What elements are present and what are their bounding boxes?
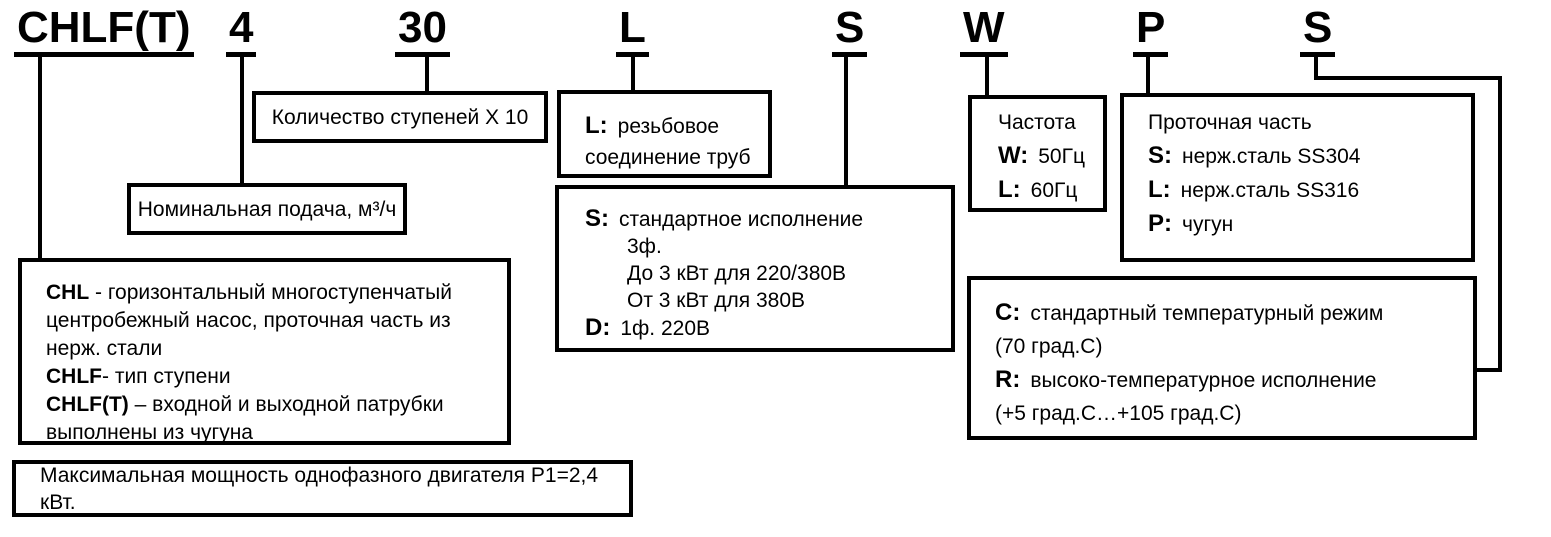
code-part-connection: L (616, 4, 649, 57)
execution-line-d: D: 1ф. 220В (585, 314, 941, 342)
frequency-title-text: Частота (998, 111, 1076, 134)
flow-part-text-p: чугун (1182, 213, 1234, 236)
flow-part-key-s: S: (1148, 142, 1172, 169)
execution-text-phases: 3ф. (627, 235, 662, 258)
temperature-text-r: высоко-температурное исполнение (1030, 369, 1377, 392)
connector-connection-line (631, 56, 635, 90)
execution-text-d: 1ф. 220В (620, 317, 710, 340)
execution-line-under3kw: До 3 кВт для 220/380В (585, 260, 941, 287)
connector-material-line (1146, 56, 1150, 93)
execution-text-under3kw: До 3 кВт для 220/380В (627, 262, 847, 285)
execution-text-s: стандартное исполнение (619, 208, 864, 231)
temperature-line-r: R: высоко-температурное исполнение (995, 363, 1463, 397)
flow-part-text-s: нерж.сталь SS304 (1182, 145, 1361, 168)
connector-temperature-top (1314, 76, 1502, 80)
max-power-box: Максимальная мощность однофазного двигат… (12, 460, 633, 517)
code-part-flow: 4 (226, 4, 257, 57)
execution-key-d: D: (585, 314, 611, 341)
code-part-stages: 30 (395, 4, 450, 57)
frequency-title: Частота (998, 106, 1098, 139)
pump-type-text-chlf: - тип ступени (102, 365, 231, 388)
temperature-line-c: C: стандартный температурный режим (995, 296, 1463, 330)
execution-text-over3kw: От 3 кВт для 380В (627, 289, 806, 312)
flow-part-key-l: L: (1148, 176, 1171, 203)
temperature-text-r-range: (+5 град.C…+105 град.C) (995, 402, 1242, 425)
flow-part-title: Проточная часть (1148, 106, 1466, 139)
temperature-text-c-range: (70 град.C) (995, 335, 1103, 358)
temperature-line-r-range: (+5 град.C…+105 град.C) (995, 397, 1463, 430)
frequency-key-l: L: (998, 176, 1021, 203)
temperature-key-r: R: (995, 366, 1021, 393)
pump-type-line-chl: CHL - горизонтальный многоступенчатый це… (46, 279, 479, 363)
stages-box-text: Количество ступеней X 10 (271, 105, 529, 129)
frequency-key-w: W: (998, 142, 1029, 169)
pump-type-line-chlft: CHLF(T) – входной и выходной патрубки вы… (46, 391, 479, 447)
code-part-frequency: W (960, 4, 1008, 57)
flow-part-line-s: S: нерж.сталь SS304 (1148, 139, 1466, 173)
code-part-execution: S (832, 4, 868, 57)
code-part-temperature: S (1300, 4, 1336, 57)
execution-line-over3kw: От 3 кВт для 380В (585, 287, 941, 314)
flow-part-line-l: L: нерж.сталь SS316 (1148, 173, 1466, 207)
connector-temperature-stub (1314, 56, 1318, 80)
pipe-connection-text: резьбовое соединение труб (585, 115, 751, 169)
frequency-text-w: 50Гц (1038, 145, 1085, 168)
temperature-line-c-range: (70 град.C) (995, 330, 1463, 363)
pipe-connection-key: L: (585, 112, 608, 139)
pump-type-text-chl: - горизонтальный многоступенчатый центро… (46, 281, 452, 360)
flow-part-box: Проточная часть S: нерж.сталь SS304 L: нер… (1120, 93, 1475, 262)
execution-box: S: стандартное исполнение 3ф. До 3 кВт дл… (555, 185, 955, 352)
pipe-connection-box: L:резьбовое соединение труб (557, 90, 772, 178)
pump-type-key-chlft: CHLF(T) (46, 393, 129, 416)
temperature-text-c: стандартный температурный режим (1030, 302, 1384, 325)
pump-type-key-chlf: CHLF (46, 365, 102, 388)
nominal-flow-box: Номинальная подача, м³/ч (127, 183, 407, 235)
connector-execution-line (844, 56, 848, 185)
code-part-series: CHLF(T) (14, 4, 194, 57)
pump-type-text-chlft: – входной и выходной патрубки выполнены … (46, 393, 444, 444)
flow-part-text-l: нерж.сталь SS316 (1180, 179, 1360, 202)
flow-part-title-text: Проточная часть (1148, 111, 1312, 134)
execution-line-phases: 3ф. (585, 233, 941, 260)
connector-stages-line (425, 56, 429, 92)
nominal-flow-box-text: Номинальная подача, м³/ч (137, 197, 397, 221)
frequency-line-w: W: 50Гц (998, 139, 1098, 173)
pump-type-key-chl: CHL (46, 281, 90, 304)
execution-key-s: S: (585, 205, 609, 232)
connector-frequency-line (985, 56, 989, 95)
frequency-text-l: 60Гц (1030, 179, 1078, 202)
flow-part-key-p: P: (1148, 210, 1172, 237)
connector-flow-line (240, 56, 244, 183)
code-part-material: P (1133, 4, 1169, 57)
execution-line-s: S: стандартное исполнение (585, 205, 941, 233)
pump-type-line-chlf: CHLF- тип ступени (46, 363, 479, 391)
flow-part-line-p: P: чугун (1148, 207, 1466, 241)
connector-series-line (38, 56, 42, 258)
frequency-box: Частота W: 50Гц L: 60Гц (968, 95, 1107, 212)
max-power-box-text: Максимальная мощность однофазного двигат… (40, 463, 599, 514)
pump-type-box: CHL - горизонтальный многоступенчатый це… (18, 258, 511, 445)
connector-temperature-side (1498, 76, 1502, 372)
connector-temperature-bottom (1473, 368, 1502, 372)
stages-box: Количество ступеней X 10 (252, 91, 548, 143)
frequency-line-l: L: 60Гц (998, 173, 1098, 207)
temperature-key-c: C: (995, 299, 1021, 326)
temperature-box: C: стандартный температурный режим (70 гр… (967, 276, 1477, 440)
